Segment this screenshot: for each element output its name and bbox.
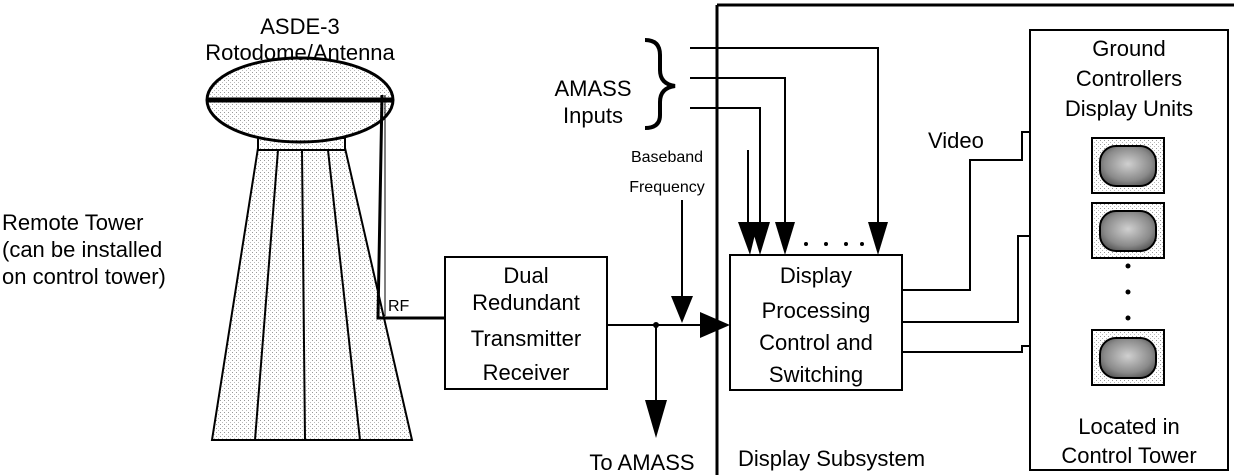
to-amass-label: To AMASS: [589, 450, 694, 475]
display-subsystem-boundary: [715, 3, 1234, 475]
display-processing-line1: Display: [780, 263, 852, 288]
ground-controllers-line1: Ground: [1092, 36, 1165, 61]
transmitter-receiver-box: [444, 256, 608, 390]
rf-label: RF: [388, 298, 410, 315]
display-processing-line4: Switching: [769, 362, 863, 387]
remote-tower-line1: Remote Tower: [2, 210, 143, 235]
display-unit: [1091, 329, 1165, 386]
baseband-line2: Frequency: [629, 179, 705, 196]
transmitter-line4: Receiver: [483, 360, 570, 385]
remote-tower-line3: on control tower): [2, 264, 166, 289]
display-unit: [1091, 202, 1165, 259]
remote-tower-line2: (can be installed: [2, 237, 162, 262]
amass-inputs-line2: Inputs: [563, 103, 623, 128]
display-processing-line3: Control and: [759, 330, 873, 355]
video-lines: [902, 131, 1030, 353]
ground-controllers-line3: Display Units: [1065, 96, 1193, 121]
display-processing-box: [729, 254, 903, 391]
display-processing-line2: Processing: [762, 298, 871, 323]
antenna-title-line2: Rotodome/Antenna: [205, 40, 395, 65]
transmitter-line3: Transmitter: [471, 326, 581, 351]
baseband-line1: Baseband: [631, 149, 703, 166]
located-line2: Control Tower: [1061, 443, 1196, 468]
video-label: Video: [928, 128, 984, 153]
ellipsis-dots: [1125, 263, 1131, 321]
located-line1: Located in: [1078, 414, 1180, 439]
antenna-title-line1: ASDE-3: [260, 14, 339, 39]
rotodome-antenna: [205, 56, 445, 441]
display-subsystem-label: Display Subsystem: [738, 446, 925, 471]
ground-controllers-line2: Controllers: [1076, 66, 1182, 91]
signal-lines: [607, 200, 730, 438]
display-unit: [1091, 137, 1165, 194]
transmitter-line2: Redundant: [472, 290, 580, 315]
amass-brace: [644, 38, 676, 130]
amass-input-lines: [690, 47, 888, 255]
amass-inputs-line1: AMASS: [554, 76, 631, 101]
transmitter-line1: Dual: [503, 263, 548, 288]
